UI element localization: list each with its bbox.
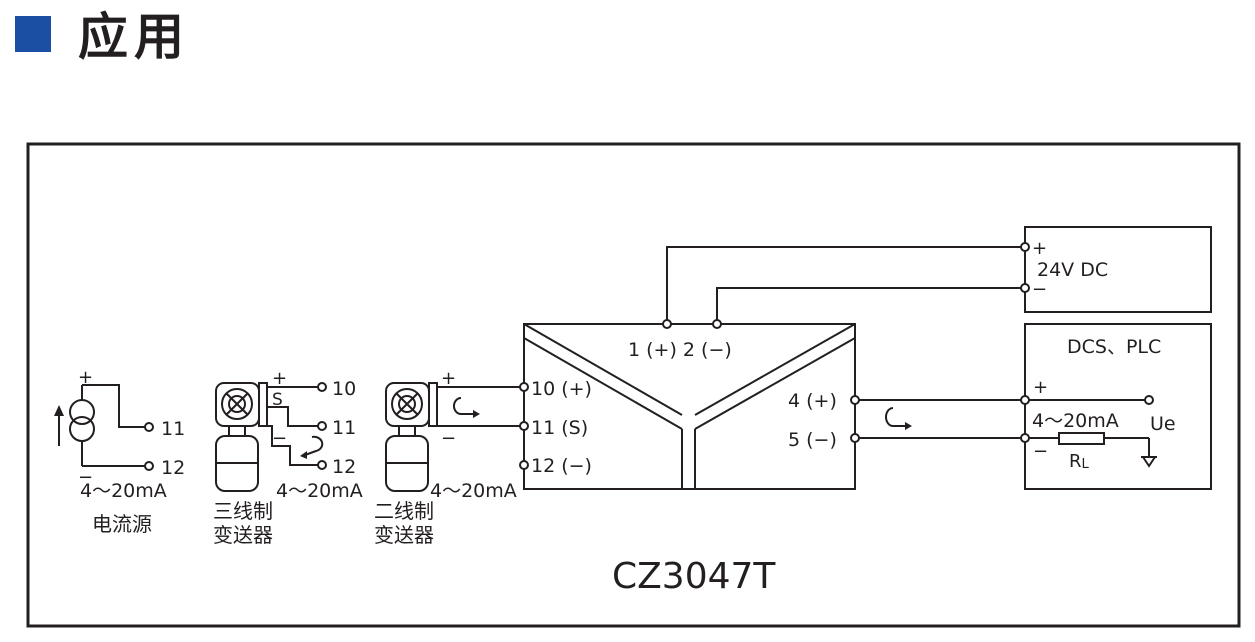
dcs-plc-box: [1024, 323, 1212, 490]
three-wire-terminal-10: [317, 382, 327, 392]
terminal-12: [519, 460, 529, 470]
three-wire-transmitter-icon: [215, 382, 268, 492]
two-wire-transmitter-icon: [385, 382, 438, 492]
three-wire-range-label: 4～20mA: [276, 480, 363, 502]
dcs-plus-label: +: [1033, 377, 1048, 398]
source-range-label: 4～20mA: [80, 480, 167, 502]
three-wire-name-line1: 三线制: [213, 499, 273, 523]
page-title: 应用: [78, 8, 190, 66]
module-power-terminals-label: 1 (+) 2 (−): [628, 339, 732, 361]
output-current-arrow-icon: [885, 407, 905, 427]
terminal-10: [519, 382, 529, 392]
terminal-1: [662, 319, 672, 329]
dcs-plc-label: DCS、PLC: [1067, 336, 1161, 358]
three-wire-10-label: 10: [332, 378, 356, 400]
terminal-11: [519, 421, 529, 431]
dcs-current-label: 4～20mA: [1032, 410, 1119, 432]
isolator-module: [523, 323, 856, 490]
module-in-11-label: 11 (S): [531, 417, 588, 439]
output-arrowhead-icon: [905, 422, 912, 430]
two-wire-name-line2: 变送器: [374, 523, 434, 547]
dcs-plus-terminal: [1020, 395, 1030, 405]
source-name-label: 电流源: [92, 512, 152, 536]
ue-terminal: [1144, 395, 1154, 405]
module-model-label: CZ3047T: [612, 556, 776, 597]
source-minus-label: −: [78, 467, 93, 488]
two-wire-name-line1: 二线制: [374, 499, 434, 523]
current-source-wires: [82, 384, 149, 467]
current-source-arrowhead-icon: [54, 405, 64, 416]
module-out-plus-label: 4 (+): [788, 390, 837, 412]
terminal-4: [850, 395, 860, 405]
power-wires: [666, 246, 1025, 324]
source-12-label: 12: [161, 457, 185, 479]
two-wire-current-arrow-icon: [453, 397, 473, 415]
source-plus-label: +: [78, 367, 93, 388]
three-wire-11-label: 11: [332, 417, 356, 439]
three-wire-wires: [267, 386, 322, 466]
three-wire-arrowhead-icon: [300, 451, 307, 459]
two-wire-arrowhead-icon: [473, 410, 480, 418]
power-minus-label: −: [1032, 279, 1047, 300]
module-out-minus-label: 5 (−): [788, 429, 837, 451]
source-terminal-11: [144, 422, 154, 432]
two-wire-plus-label: +: [441, 368, 456, 389]
ue-label: Ue: [1150, 413, 1176, 435]
load-resistor-label: RL: [1069, 451, 1090, 472]
two-wire-minus-label: −: [441, 428, 456, 449]
power-supply-box: [1024, 226, 1212, 313]
module-in-12-label: 12 (−): [531, 455, 592, 477]
source-terminal-12: [144, 461, 154, 471]
three-wire-name-line2: 变送器: [213, 523, 273, 547]
power-plus-label: +: [1032, 238, 1047, 259]
three-wire-current-arrow-icon: [304, 435, 324, 456]
current-source-icon: [58, 385, 95, 466]
dcs-minus-terminal: [1020, 433, 1030, 443]
two-wire-wires: [437, 386, 524, 427]
three-wire-12-label: 12: [332, 456, 356, 478]
three-wire-s-label: S: [272, 390, 283, 410]
two-wire-range-label: 4～20mA: [430, 480, 517, 502]
terminal-2: [712, 319, 722, 329]
three-wire-plus-label: +: [272, 368, 287, 389]
power-minus-terminal: [1020, 283, 1030, 293]
dcs-minus-label: −: [1033, 441, 1048, 462]
module-in-10-label: 10 (+): [531, 378, 592, 400]
power-supply-label: 24V DC: [1037, 259, 1108, 281]
power-plus-terminal: [1020, 242, 1030, 252]
source-11-label: 11: [161, 418, 185, 440]
diagram-frame: [26, 142, 1241, 628]
title-marker: [15, 16, 51, 52]
terminal-5: [850, 433, 860, 443]
ground-icon: [1141, 456, 1157, 468]
three-wire-terminal-12: [317, 460, 327, 470]
three-wire-minus-label: −: [272, 428, 287, 449]
load-resistor: [1058, 432, 1105, 445]
three-wire-terminal-11: [317, 421, 327, 431]
